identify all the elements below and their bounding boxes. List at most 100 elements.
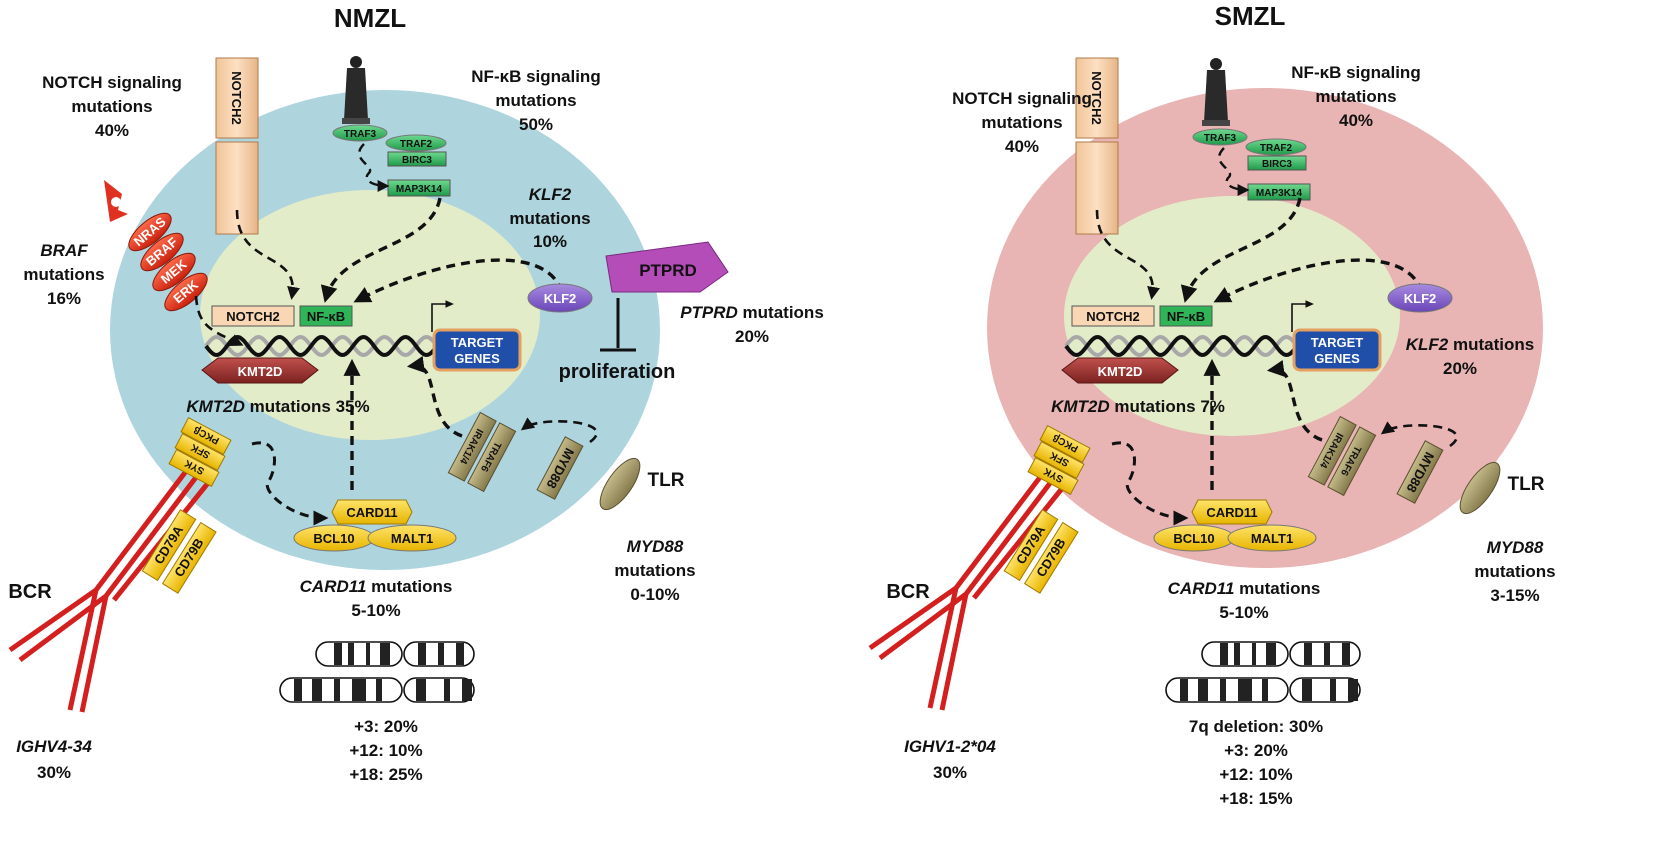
ptprd-label: PTPRD (639, 261, 697, 280)
traf3-label: TRAF3 (1204, 133, 1237, 144)
cytogenetic-line-3: +18: 15% (1219, 789, 1292, 808)
bcl10-label: BCL10 (1173, 531, 1214, 546)
traf3-label: TRAF3 (344, 129, 377, 140)
traf6-box (467, 422, 517, 493)
chromosome-band (1324, 643, 1330, 665)
chromosome-arm-p (279, 677, 403, 703)
chromosome-band (1220, 643, 1228, 665)
chromosome-band (418, 643, 426, 665)
kinase-box (1027, 456, 1079, 496)
chromosome-band (462, 679, 472, 701)
kinase-box (1039, 424, 1091, 464)
cd40-receptor-figure (342, 56, 370, 124)
card11-mutations-pct: 5-10% (351, 601, 400, 620)
tlr-receptor (599, 457, 641, 511)
chromosome-band (1252, 643, 1256, 665)
arrow-klf2-to-nfkb (1213, 258, 1424, 303)
transcription-start-arrow (1291, 300, 1314, 332)
bcr-label: BCR (886, 581, 930, 603)
kinase-box (174, 432, 226, 472)
notch2-receptor-label: NOTCH2 (1089, 71, 1104, 124)
chromosome-band (312, 679, 322, 701)
arrow-kinase-to-card11 (251, 441, 329, 526)
nfkb-signaling-label: NF-κB signaling (1291, 63, 1420, 82)
cd79a-box (141, 509, 197, 582)
cd79a-box (1003, 509, 1059, 582)
chromosome-1 (315, 641, 475, 667)
arrow-myd88-to-irak (520, 417, 598, 444)
card11-mutations-label: CARD11 mutations (300, 577, 453, 596)
nfkb-nuclear-box (1159, 305, 1213, 327)
ighv-gene-label: IGHV4-34 (16, 737, 92, 756)
card11-protein (1191, 499, 1273, 525)
klf2-mutations-gene: KLF2 (529, 185, 572, 204)
malt1-protein (367, 524, 457, 552)
traf2-label: TRAF2 (400, 139, 433, 150)
irak-box (447, 411, 497, 482)
ras-chain-protein (140, 232, 184, 272)
transcription-start-arrow (431, 300, 454, 332)
map3k14-label: MAP3K14 (1256, 188, 1303, 199)
ras-chain-protein (164, 272, 208, 312)
ighv-pct-label: 30% (933, 763, 967, 782)
target-genes-label-1: TARGET (451, 335, 504, 350)
figure-body (1204, 70, 1228, 122)
notch2-nuclear-box (211, 305, 295, 327)
chromosome-band (376, 679, 382, 701)
target-genes-label-2: GENES (454, 351, 500, 366)
klf2-mutations-pct: 10% (533, 232, 567, 251)
birc3-protein (1247, 155, 1307, 171)
birc3-label: BIRC3 (402, 155, 432, 166)
notch2-receptor-top (1075, 57, 1119, 139)
bcr-receptor (868, 462, 1074, 711)
kmt2d-mutations-label: KMT2D mutations 35% (186, 397, 369, 416)
notch2-receptor: NOTCH2 (1075, 57, 1119, 235)
bcr-heavy-chain-2 (878, 468, 1062, 661)
target-genes-label-2: GENES (1314, 351, 1360, 366)
nfkb-mutations-label: mutations (495, 91, 576, 110)
nfkb-signaling-label: NF-κB signaling (471, 67, 600, 86)
traf2-protein (385, 134, 447, 152)
cytogenetic-line-0: +3: 20% (354, 717, 418, 736)
chromosome-band (1304, 643, 1312, 665)
arrow-traf6-to-dna (1266, 360, 1323, 442)
arrow-kinase-to-card11 (1111, 441, 1189, 526)
chromosome-band (438, 643, 444, 665)
traf2-label: TRAF2 (1260, 143, 1293, 154)
cytogenetic-line-2: +12: 10% (1219, 765, 1292, 784)
bcr-receptor (8, 464, 214, 713)
cytogenetic-line-1: +3: 20% (1224, 741, 1288, 760)
myd88-box (1396, 440, 1444, 504)
tlr-label: TLR (648, 470, 685, 491)
chromosome-band (352, 679, 366, 701)
birc3-protein (387, 151, 447, 167)
ptprd-mutations-pct: 20% (735, 327, 769, 346)
chromosome-band (366, 643, 370, 665)
notch-signaling-label: NOTCH signaling (952, 89, 1092, 108)
cd79b-box (161, 521, 217, 594)
notch-mutations-label: mutations (71, 97, 152, 116)
notch2-receptor-bottom (1075, 141, 1119, 235)
arrow-klf2-to-nfkb (353, 258, 564, 303)
target-genes-label-1: TARGET (1311, 335, 1364, 350)
chromosome-band (334, 643, 342, 665)
chromosome-band (444, 679, 450, 701)
myd88-mutations-pct: 0-10% (630, 585, 679, 604)
bcl10-label: BCL10 (313, 531, 354, 546)
cytogenetic-line-1: +12: 10% (349, 741, 422, 760)
card11-label: CARD11 (346, 505, 397, 520)
kinase-box (168, 448, 220, 488)
chromosome-band (1220, 679, 1226, 701)
braf-mutations-gene: BRAF (40, 241, 88, 260)
figure-base (1202, 120, 1230, 126)
klf2-protein (527, 283, 593, 313)
notch2-receptor-top (215, 57, 259, 139)
ighv-pct-label: 30% (37, 763, 71, 782)
chromosome-band (1302, 679, 1312, 701)
chromosome-band (1262, 679, 1268, 701)
klf2-protein (1387, 283, 1453, 313)
